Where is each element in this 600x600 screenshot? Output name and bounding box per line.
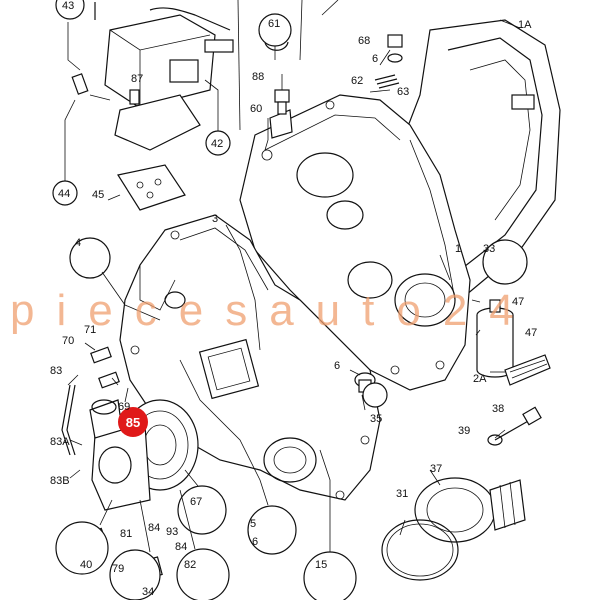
- label-62: 62: [351, 75, 363, 87]
- label-45: 45: [92, 189, 104, 201]
- label-70: 70: [62, 335, 74, 347]
- label-3: 3: [212, 213, 218, 225]
- callout-4: [69, 237, 111, 279]
- label-6-bottom: 6: [252, 536, 258, 548]
- label-81: 81: [120, 528, 132, 540]
- label-44: 44: [58, 188, 70, 200]
- callout-5: [247, 505, 297, 555]
- label-33: 33: [483, 243, 495, 255]
- label-47-top: 47: [512, 296, 524, 308]
- output-flange-37: [414, 477, 526, 543]
- callout-79: [109, 549, 161, 600]
- solenoid-valve-block: [94, 2, 234, 211]
- callout-15: [303, 551, 357, 600]
- bolt-87: [129, 89, 140, 105]
- label-6-mid: 6: [334, 360, 340, 372]
- highlight-label: 85: [126, 415, 140, 430]
- callout-43: [55, 0, 85, 20]
- plug-68: [387, 34, 403, 63]
- label-69: 69: [118, 401, 130, 413]
- label-60: 60: [250, 103, 262, 115]
- label-38: 38: [492, 403, 504, 415]
- label-84-a: 84: [148, 522, 160, 534]
- label-63: 63: [397, 86, 409, 98]
- label-31: 31: [396, 488, 408, 500]
- watermark-text: piecesauto24: [10, 286, 536, 335]
- label-15: 15: [315, 559, 327, 571]
- label-71: 71: [84, 324, 96, 336]
- callout-33: [482, 239, 528, 285]
- fitting-70: [90, 346, 120, 389]
- label-61: 61: [268, 18, 280, 30]
- label-37: 37: [430, 463, 442, 475]
- highlight-marker[interactable]: 85: [118, 407, 148, 437]
- part-labels: 43 87 42 44 45 61 68 6 62 63 88 60 1A 3 …: [50, 0, 537, 598]
- label-47-bottom: 47: [525, 327, 537, 339]
- label-39: 39: [458, 425, 470, 437]
- label-35: 35: [370, 413, 382, 425]
- pipe-83: [61, 384, 76, 456]
- leader-lines: [64, 0, 506, 553]
- label-2a: 2A: [473, 373, 487, 385]
- label-84-b: 84: [175, 541, 187, 553]
- label-87: 87: [131, 73, 143, 85]
- label-34: 34: [142, 586, 154, 598]
- fitting-44: [71, 73, 111, 101]
- label-6-top: 6: [372, 53, 378, 65]
- label-93: 93: [166, 526, 178, 538]
- label-4: 4: [75, 237, 81, 249]
- filter-cartridge-47: [476, 299, 551, 386]
- callout-67: [177, 485, 227, 535]
- label-82: 82: [184, 559, 196, 571]
- label-79: 79: [112, 563, 124, 575]
- label-5: 5: [250, 518, 256, 530]
- label-42: 42: [211, 138, 223, 150]
- label-88: 88: [252, 71, 264, 83]
- bolt-38: [487, 406, 542, 446]
- spring-62: [374, 74, 400, 89]
- callout-35: [362, 382, 388, 408]
- label-67: 67: [190, 496, 202, 508]
- label-40: 40: [80, 559, 92, 571]
- label-68: 68: [358, 35, 370, 47]
- label-83b: 83B: [50, 475, 70, 487]
- o-ring-31: [381, 519, 459, 581]
- label-83: 83: [50, 365, 62, 377]
- label-1a: 1A: [518, 19, 532, 31]
- callout-82: [176, 548, 230, 600]
- main-housing-1: [239, 94, 471, 391]
- callout-40: [55, 521, 109, 575]
- label-1: 1: [455, 243, 461, 255]
- label-43: 43: [62, 0, 74, 12]
- label-83a: 83A: [50, 436, 70, 448]
- plug-88: [274, 89, 290, 115]
